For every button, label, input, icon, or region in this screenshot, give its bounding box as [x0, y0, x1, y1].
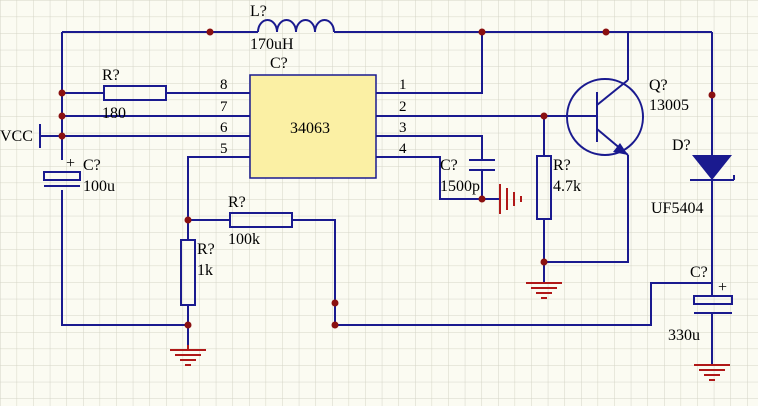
capacitor-330u-ref: C? — [690, 264, 708, 281]
junction-dot — [206, 28, 214, 36]
junction-dot — [58, 89, 66, 97]
ground-symbol-4k7 — [526, 282, 562, 299]
capacitor-100u-value: 100u — [83, 178, 115, 195]
inductor-value: 170uH — [250, 36, 294, 53]
junction-dot — [184, 216, 192, 224]
ic-body — [249, 74, 377, 179]
ic-ref: C? — [270, 55, 288, 72]
capacitor-100u-symbol — [43, 171, 81, 187]
ic-part: 34063 — [290, 120, 330, 137]
junctions — [58, 28, 716, 329]
junction-dot — [540, 258, 548, 266]
capacitor-330u-value: 330u — [668, 327, 700, 344]
resistor-1k-body — [180, 239, 196, 306]
junction-dot — [331, 321, 339, 329]
resistor-4k7-ref: R? — [553, 157, 571, 174]
resistor-1k-value: 1k — [197, 262, 213, 279]
ic-pin-3: 3 — [399, 120, 407, 136]
resistor-180-value: 180 — [102, 105, 126, 122]
junction-dot — [708, 91, 716, 99]
resistor-1k-ref: R? — [197, 241, 215, 258]
inductor-symbol — [257, 19, 335, 33]
ground-symbol-1k — [170, 345, 206, 366]
ic-pin-2: 2 — [399, 99, 407, 115]
junction-dot — [331, 299, 339, 307]
resistor-100k-ref: R? — [228, 194, 246, 211]
resistor-4k7-body — [536, 155, 552, 220]
wires — [40, 31, 713, 365]
ic-pin-5: 5 — [220, 141, 228, 157]
capacitor-100u-ref: C? — [83, 157, 101, 174]
junction-dot — [540, 112, 548, 120]
junction-dot — [58, 112, 66, 120]
transistor-ref: Q? — [649, 77, 668, 94]
capacitor-1500p-value: 1500p — [440, 178, 480, 195]
diode-part: UF5404 — [651, 200, 703, 217]
diode-symbol — [690, 155, 735, 181]
diode-ref: D? — [672, 137, 691, 154]
vcc-label: VCC — [0, 128, 33, 145]
resistor-100k-value: 100k — [228, 231, 260, 248]
ic-pin-7: 7 — [220, 99, 228, 115]
transistor-npn-symbol — [566, 78, 644, 156]
ic-pin-1: 1 — [399, 77, 407, 93]
ground-symbol-timing — [499, 184, 522, 214]
resistor-180-body — [103, 85, 167, 101]
resistor-180-ref: R? — [102, 67, 120, 84]
ic-pin-4: 4 — [399, 141, 407, 157]
capacitor-330u-plus: + — [718, 279, 727, 296]
capacitor-330u-symbol — [693, 295, 733, 314]
inductor-ref: L? — [250, 3, 267, 20]
junction-dot — [478, 28, 486, 36]
capacitor-100u-plus: + — [66, 155, 75, 172]
junction-dot — [184, 321, 192, 329]
ic-pin-6: 6 — [220, 120, 228, 136]
resistor-4k7-value: 4.7k — [553, 178, 581, 195]
capacitor-1500p-symbol — [469, 159, 495, 171]
transistor-part: 13005 — [649, 97, 689, 114]
capacitor-1500p-ref: C? — [440, 157, 458, 174]
junction-dot — [478, 195, 486, 203]
junction-dot — [602, 28, 610, 36]
ground-symbol-output — [694, 364, 730, 381]
resistor-100k-body — [229, 212, 293, 228]
ic-pin-8: 8 — [220, 77, 228, 93]
junction-dot — [58, 132, 66, 140]
